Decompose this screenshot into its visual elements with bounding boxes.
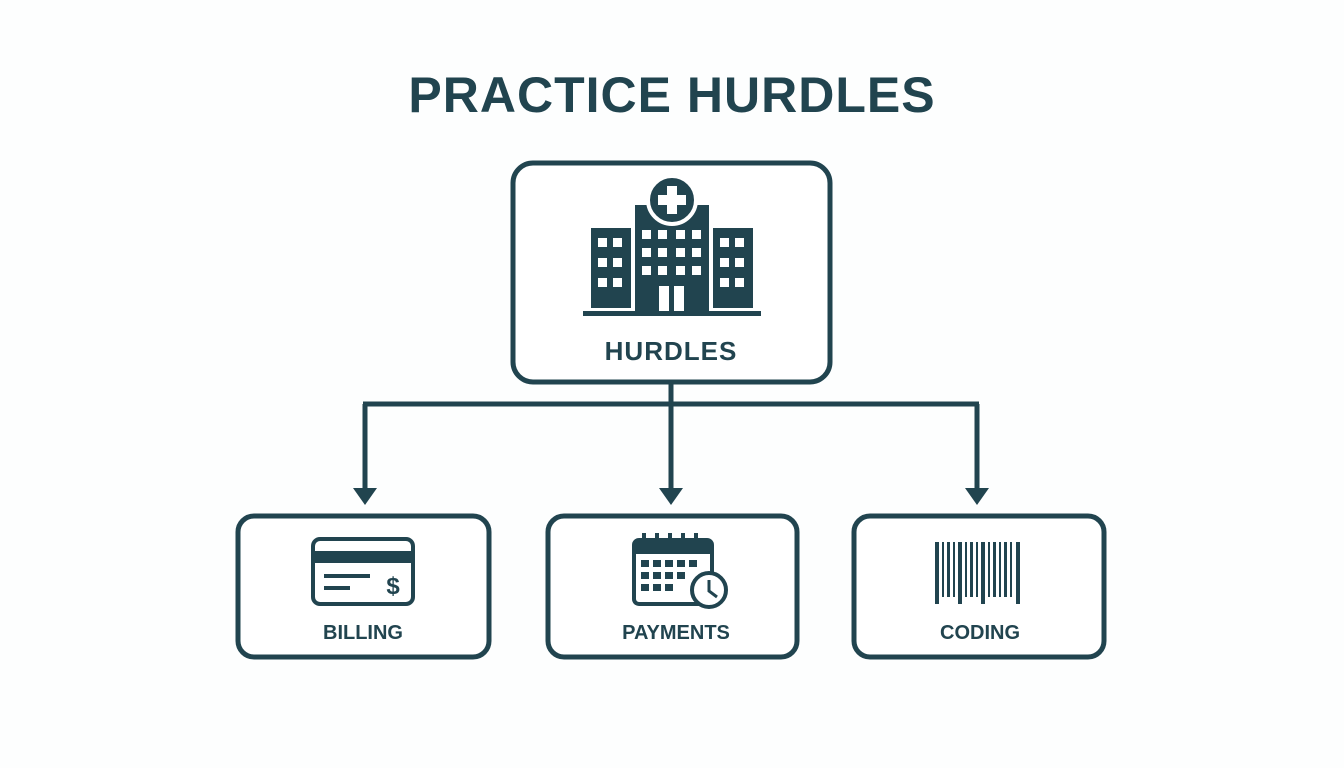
svg-text:$: $: [386, 573, 400, 600]
billing-node-box: [235, 513, 492, 660]
root-node-label: HURDLES: [605, 336, 738, 366]
hospital-icon: [583, 174, 761, 316]
child-node-billing: $ BILLING: [235, 513, 492, 660]
arrowhead-payments: [659, 488, 683, 505]
diagram-title: PRACTICE HURDLES: [408, 67, 936, 123]
payments-label: PAYMENTS: [622, 622, 730, 644]
calendar-clock-icon: [632, 533, 728, 609]
child-node-coding: CODING: [851, 513, 1107, 660]
arrowheads: [353, 488, 989, 505]
billing-label: BILLING: [323, 622, 403, 644]
coding-label: CODING: [940, 622, 1020, 644]
barcode-icon: [935, 542, 1020, 604]
connectors: [362, 383, 980, 490]
arrowhead-coding: [965, 488, 989, 505]
credit-card-icon: $: [311, 537, 415, 606]
root-node: HURDLES: [510, 160, 833, 385]
arrowhead-billing: [353, 488, 377, 505]
coding-node-box: [851, 513, 1107, 660]
child-node-payments: PAYMENTS: [545, 513, 800, 660]
